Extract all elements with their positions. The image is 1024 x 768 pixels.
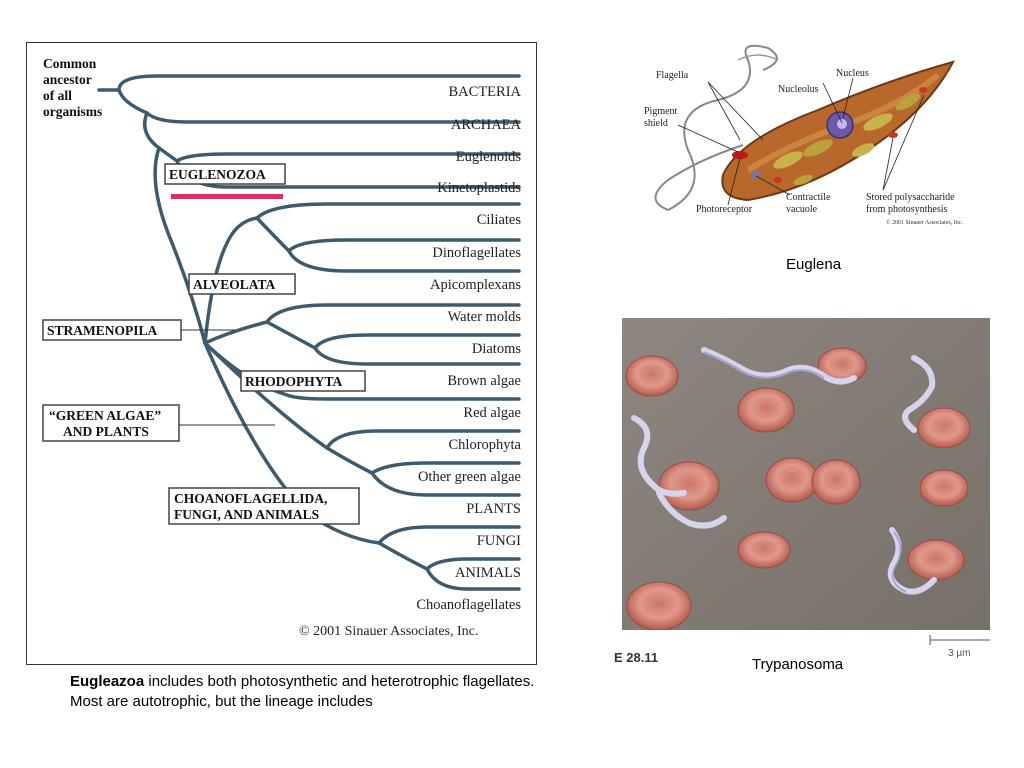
caption: Eugleazoa includes both photosynthetic a… xyxy=(70,672,540,712)
branch-euglenozoa xyxy=(157,146,179,163)
branch-animals xyxy=(425,557,521,571)
branch-euglenoids xyxy=(175,152,521,163)
taxon-label: Chlorophyta xyxy=(449,437,522,453)
branch-spine xyxy=(153,146,207,345)
branch-main xyxy=(117,88,149,115)
caption-text: includes both photosynthetic and heterot… xyxy=(70,673,535,710)
euglenozoa-highlight xyxy=(171,194,283,199)
euglena-title: Euglena xyxy=(786,256,842,273)
euglena-illustration: Flagella Nucleus Nucleolus Pigment shiel… xyxy=(628,40,984,230)
branch-apicomplexans xyxy=(287,249,521,273)
euglena-copyright: © 2001 Sinauer Associates, Inc. xyxy=(886,219,963,226)
taxon-label: Kinetoplastids xyxy=(437,180,521,196)
branch-diat-brown xyxy=(265,320,317,350)
taxon-label: Other green algae xyxy=(418,469,521,485)
group-box-choanoflagellida xyxy=(168,487,360,525)
root-label-line4: organisms xyxy=(43,104,102,119)
photoreceptor-label: Photoreceptor xyxy=(696,204,753,215)
pigment-shield-label-2: shield xyxy=(644,118,668,129)
group-label-choano-line2: FUNGI, AND ANIMALS xyxy=(174,507,319,522)
caption-bold: Eugleazoa xyxy=(70,673,145,690)
group-box-rhodophyta xyxy=(240,370,366,392)
branch-ciliates xyxy=(255,202,521,220)
group-label-rhodophyta: RHODOPHYTA xyxy=(245,374,342,389)
branch-archaea xyxy=(145,111,521,124)
nucleus-label: Nucleus xyxy=(836,68,869,79)
branch-dino-api xyxy=(255,216,291,253)
branch-diatoms xyxy=(313,333,521,350)
group-box-stramenopila xyxy=(42,319,182,341)
taxon-label: Red algae xyxy=(463,405,521,421)
branch-animal-choano xyxy=(377,541,429,571)
taxon-label: Choanoflagellates xyxy=(416,597,521,613)
branch-water-molds xyxy=(265,303,521,324)
taxon-label: FUNGI xyxy=(477,533,521,549)
group-label-stramenopila: STRAMENOPILA xyxy=(47,323,158,338)
tree-copyright: © 2001 Sinauer Associates, Inc. xyxy=(299,624,478,639)
group-label-euglenozoa: EUGLENOZOA xyxy=(169,167,266,182)
branch-green-split xyxy=(325,446,374,475)
branch-dinoflagellates xyxy=(287,238,521,253)
branch-bacteria xyxy=(117,74,521,92)
root-label-line3: of all xyxy=(43,88,72,103)
group-label-choano-line1: CHOANOFLAGELLIDA, xyxy=(174,491,327,506)
tree-diagram: Common ancestor of all organisms BACTERI… xyxy=(42,56,522,639)
branch-plants xyxy=(370,471,521,497)
branch-other-green xyxy=(370,461,521,475)
taxon-label: Brown algae xyxy=(447,373,521,389)
group-box-green-algae xyxy=(42,404,180,442)
group-label-green-line2: AND PLANTS xyxy=(63,424,149,439)
flagella-label: Flagella xyxy=(656,70,689,81)
branch-stramenopila xyxy=(203,320,269,345)
root-label-line2: ancestor xyxy=(43,72,92,87)
branch-brown-algae xyxy=(313,346,521,366)
taxon-label: ARCHAEA xyxy=(451,117,522,133)
group-box-alveolata xyxy=(188,273,296,295)
trypanosoma-micrograph: E 28.11 3 µm xyxy=(614,318,990,680)
scale-bar-label: 3 µm xyxy=(948,648,970,659)
branch-alveolata xyxy=(203,216,259,345)
branch-choanoflagellates xyxy=(425,567,521,591)
branch-fungi xyxy=(377,525,521,545)
taxon-label: PLANTS xyxy=(466,501,521,517)
taxon-label: Water molds xyxy=(448,309,522,325)
contractile-vacuole-label-1: Contractile xyxy=(786,192,831,203)
nucleolus-label: Nucleolus xyxy=(778,84,819,95)
contractile-vacuole-label-2: vacuole xyxy=(786,204,818,215)
stored-polysaccharide-label-2: from photosynthesis xyxy=(866,204,947,215)
branch-chlorophyta xyxy=(325,429,521,450)
group-box-euglenozoa xyxy=(164,163,286,185)
taxon-label: Euglenoids xyxy=(456,149,522,165)
taxon-label: ANIMALS xyxy=(455,565,521,581)
pigment-shield-label-1: Pigment xyxy=(644,106,678,117)
group-label-alveolata: ALVEOLATA xyxy=(193,277,276,292)
stored-polysaccharide-label-1: Stored polysaccharide xyxy=(866,192,955,203)
taxon-label: BACTERIA xyxy=(449,84,522,100)
taxon-label: Ciliates xyxy=(477,212,522,228)
group-label-green-line1: “GREEN ALGAE” xyxy=(49,408,161,423)
taxon-label: Dinoflagellates xyxy=(432,245,521,261)
branch-green xyxy=(203,341,329,450)
taxon-label: Apicomplexans xyxy=(430,277,521,293)
taxon-label: Diatoms xyxy=(472,341,521,357)
trypanosoma-title: Trypanosoma xyxy=(752,656,844,673)
root-label-line1: Common xyxy=(43,56,97,71)
branch-eukarya xyxy=(143,111,161,150)
figure-number-label: E 28.11 xyxy=(614,650,658,665)
phylogenetic-tree-panel: Common ancestor of all organisms BACTERI… xyxy=(26,42,537,665)
